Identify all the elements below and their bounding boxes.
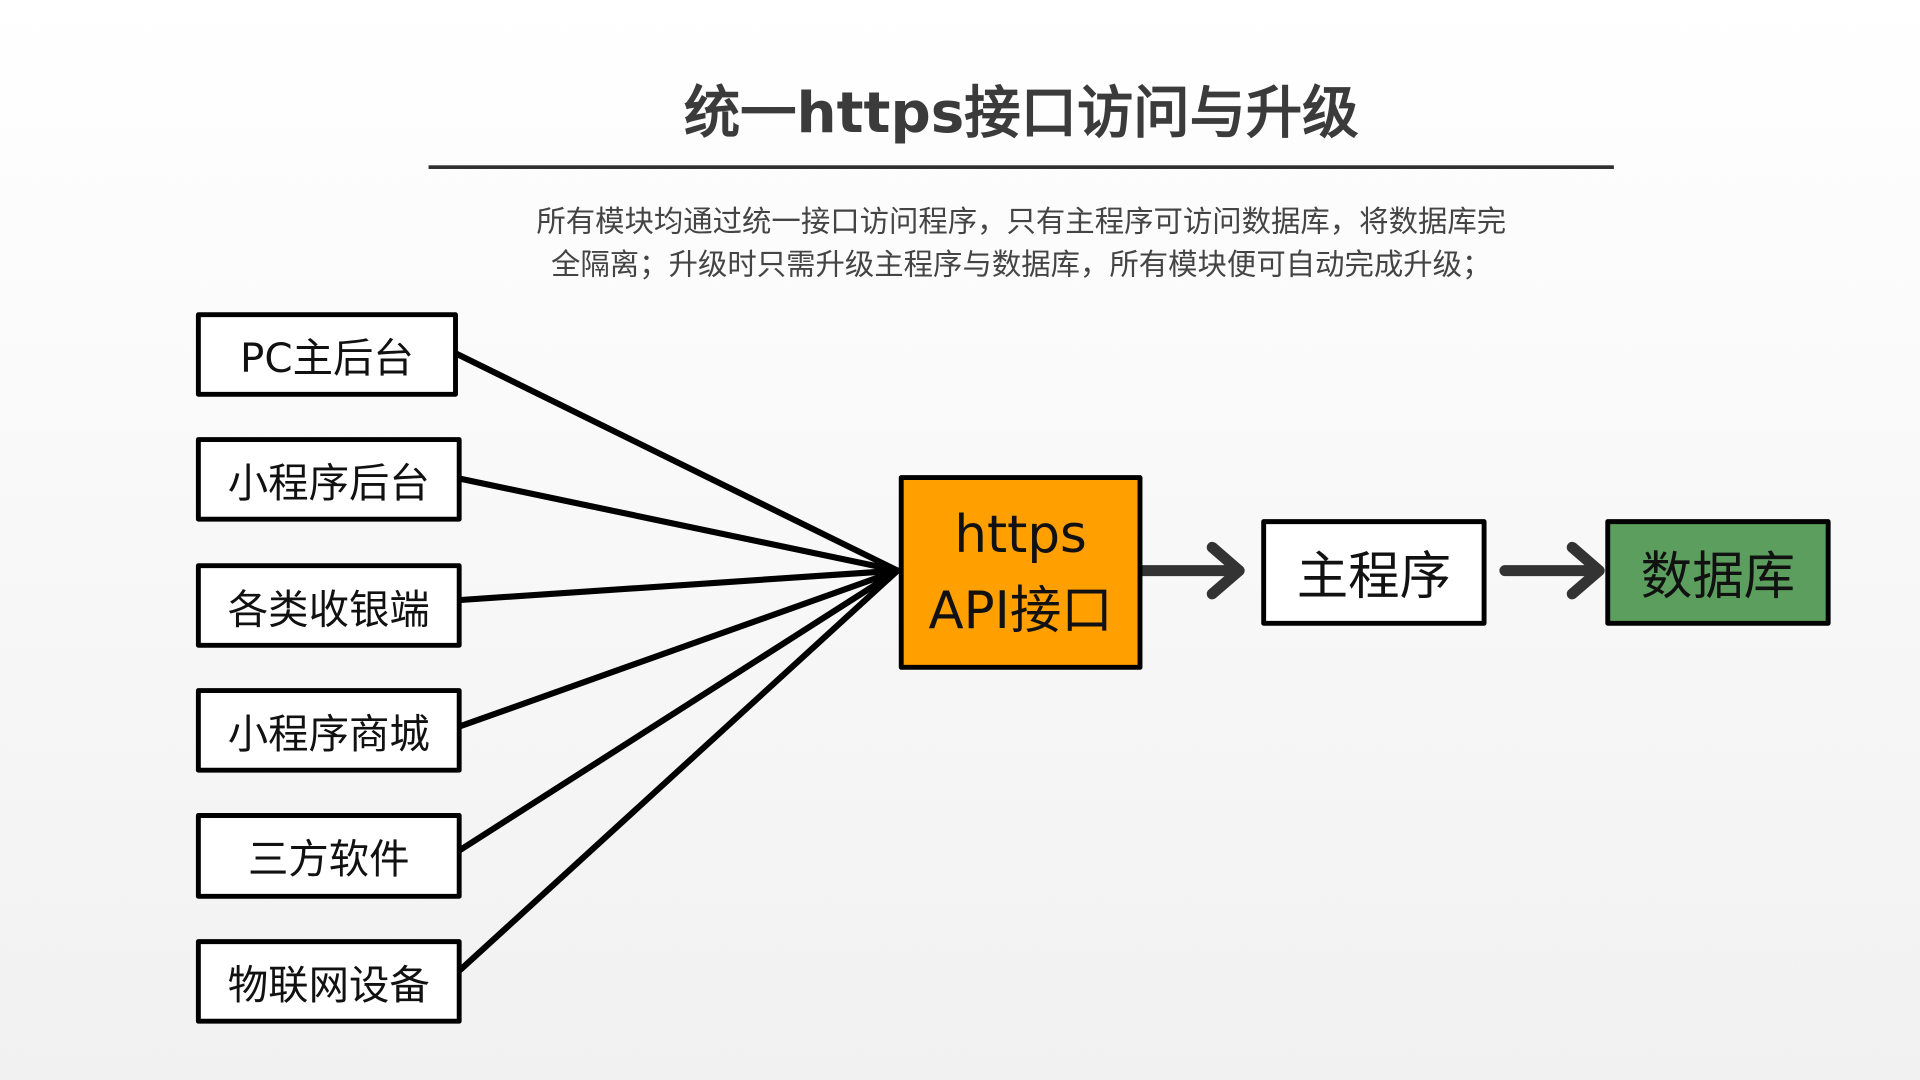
database-box: 数据库 [1605,519,1831,626]
client-pc-admin: PC主后台 [195,312,458,397]
client-iot: 物联网设备 [195,939,462,1024]
api-label-2: API接口 [928,579,1113,640]
connector-iot [457,567,901,973]
page-title: 统一https接口访问与升级 [683,79,1359,146]
connector-pos [457,567,901,604]
connector-miniprogram-admin [457,475,901,574]
api-box: https API接口 [898,475,1143,670]
client-mall: 小程序商城 [195,688,462,773]
api-label-1: https [954,503,1087,564]
client-third-party: 三方软件 [195,813,462,899]
description-line-1: 所有模块均通过统一接口访问程序，只有主程序可访问数据库，将数据库完 [536,204,1507,239]
client-miniprogram-admin: 小程序后台 [195,437,462,522]
arrow-main-to-db [1499,541,1605,600]
client-pos: 各类收银端 [195,563,462,648]
main-program-box: 主程序 [1261,519,1487,626]
arrow-api-to-main [1136,541,1245,600]
connector-pc [453,350,901,574]
title-divider [428,165,1614,169]
description-line-2: 全隔离；升级时只需升级主程序与数据库，所有模块便可自动完成升级； [551,247,1492,282]
connector-mall [457,567,901,730]
connector-third-party [457,567,901,853]
